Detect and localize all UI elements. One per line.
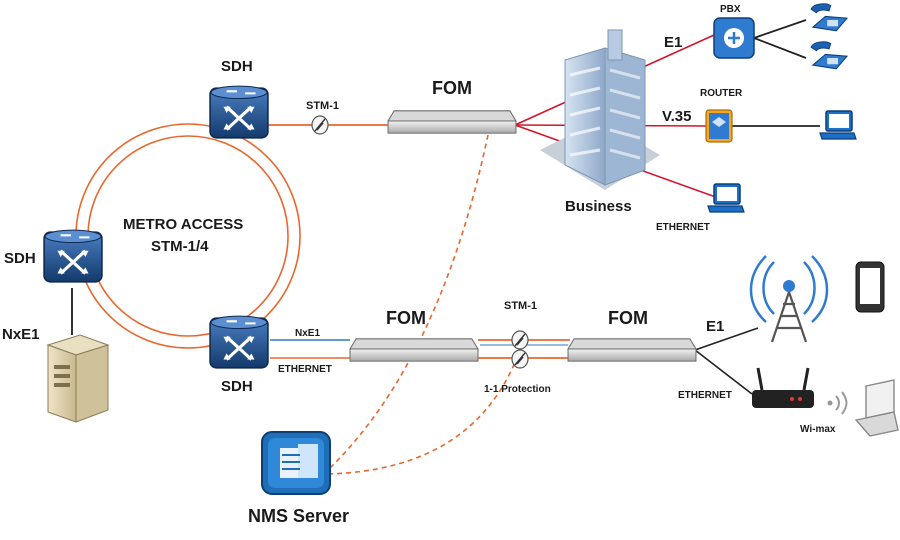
e1-right-label: E1 (706, 318, 725, 335)
metro-ring-inner (87, 135, 289, 337)
nms-server-icon (261, 431, 331, 495)
fom-top-icon (387, 110, 517, 134)
fom-right-icon (567, 338, 697, 362)
sdh-bottom-label: SDH (221, 378, 253, 395)
laptop-icon-ethernet (707, 183, 745, 213)
ethernet-business-label: ETHERNET (656, 222, 710, 233)
nxe1-link-label: NxE1 (295, 328, 321, 339)
fom-mid-label: FOM (386, 308, 426, 328)
nms-server-label: NMS Server (248, 506, 350, 526)
wireless-signal-icon (827, 391, 848, 415)
stm1-top-label: STM-1 (306, 100, 339, 112)
fiber-coupler-mid1-icon (511, 330, 529, 350)
laptop-icon-router (819, 110, 857, 140)
office-building-icon (540, 29, 660, 190)
nms-link-fom-mid (327, 359, 517, 475)
fom-right-label: FOM (608, 308, 648, 328)
telephone-icon-1 (810, 3, 848, 32)
mobile-phone-icon (855, 261, 885, 313)
telephone-icon-2 (810, 41, 848, 70)
link-pbx-phone1 (753, 19, 807, 39)
wimax-label: Wi-max (800, 424, 836, 435)
metro-stm-label: STM-1/4 (151, 238, 209, 255)
stm1-mid-label: STM-1 (504, 300, 537, 312)
sdh-switch-left-icon (42, 228, 104, 284)
wireless-router-icon (752, 367, 814, 408)
metro-ring-outer (75, 123, 301, 349)
ethernet-sdh-label: ETHERNET (278, 364, 332, 375)
e1-top-label: E1 (664, 34, 683, 51)
server-tower-icon (46, 334, 110, 423)
nms-link-fom-top (329, 134, 489, 469)
sdh-switch-top-icon (208, 84, 270, 140)
protection-label: 1-1 Protection (484, 384, 551, 395)
business-label: Business (565, 198, 632, 215)
fiber-coupler-mid2-icon (511, 349, 529, 369)
fiber-coupler-top-icon (311, 115, 329, 135)
pbx-icon (713, 17, 755, 59)
sdh-left-label: SDH (4, 250, 36, 267)
radio-tower-icon (749, 255, 829, 343)
pbx-label: PBX (720, 4, 741, 15)
link-ethernet-wimax (694, 349, 753, 395)
fom-top-label: FOM (432, 78, 472, 98)
v35-label: V.35 (662, 108, 692, 125)
metro-access-label: METRO ACCESS (123, 216, 244, 233)
link-e1-tower (694, 327, 759, 351)
nxe1-left-label: NxE1 (2, 326, 40, 343)
sdh-switch-bottom-icon (208, 314, 270, 370)
fom-mid-icon (349, 338, 479, 362)
router-icon (705, 109, 733, 143)
laptop-icon-wimax (854, 379, 899, 437)
link-pbx-phone2 (753, 37, 807, 59)
sdh-top-label: SDH (221, 58, 253, 75)
ethernet-right-label: ETHERNET (678, 390, 732, 401)
router-label: ROUTER (700, 88, 743, 99)
